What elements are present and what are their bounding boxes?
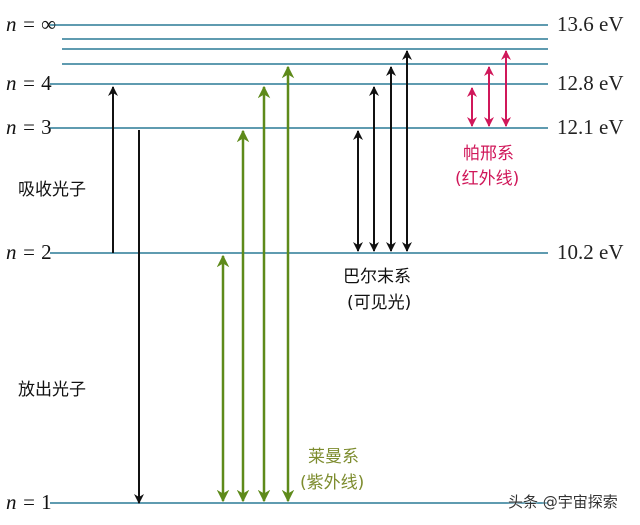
level-label-3: n = 3 (6, 115, 52, 139)
lyman-sub-label: (紫外线) (300, 473, 365, 493)
level-label-inf: n = ∞ (6, 12, 57, 36)
energy-2: 10.2 eV (557, 240, 624, 264)
level-label-2: n = 2 (6, 240, 52, 264)
energy-3: 12.1 eV (557, 115, 624, 139)
energy-inf: 13.6 eV (557, 12, 624, 36)
watermark: 头条 @宇宙探索 (508, 493, 618, 511)
balmer-sub-label: (可见光) (347, 293, 412, 313)
emit-label: 放出光子 (18, 380, 86, 400)
paschen-label: 帕邢系 (463, 144, 514, 164)
balmer-label: 巴尔末系 (343, 267, 411, 287)
energy-4: 12.8 eV (557, 71, 624, 95)
paschen-sub-label: (红外线) (455, 169, 520, 189)
lyman-label: 莱曼系 (308, 447, 359, 467)
level-label-1: n = 1 (6, 490, 52, 514)
absorb-label: 吸收光子 (18, 180, 86, 200)
level-label-4: n = 4 (6, 71, 52, 95)
